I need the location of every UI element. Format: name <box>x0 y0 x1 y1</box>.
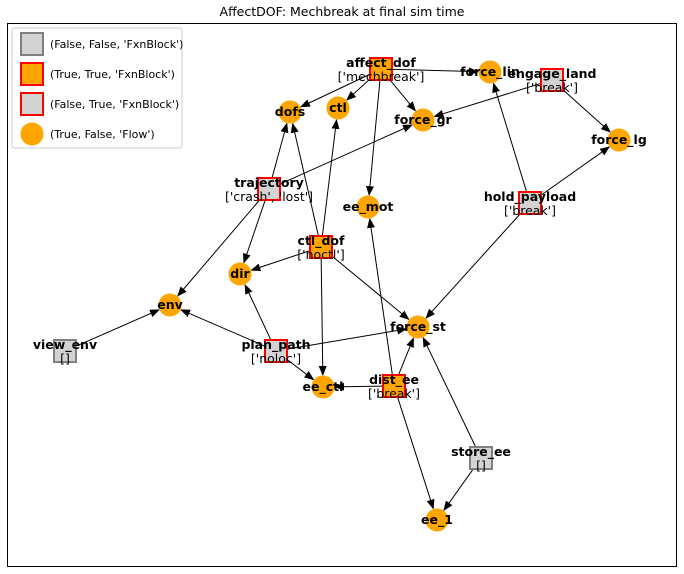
function-block-affect_dof <box>369 57 393 81</box>
edge-dist_ee-to-ee_mot <box>367 217 393 375</box>
node-modes-trajectory: ['crash', 'lost'] <box>225 189 313 204</box>
edge-affect_dof-to-ee_mot <box>365 80 381 197</box>
flow-node-force_gr <box>411 108 435 132</box>
node-modes-engage_land: ['break'] <box>526 80 578 95</box>
edge-dist_ee-to-ee_ctl <box>333 382 383 391</box>
legend-entry-label: (True, True, 'FxnBlock') <box>50 68 175 81</box>
edge-affect_dof-to-force_lin <box>392 67 480 76</box>
edge-affect_dof-to-ctl <box>346 79 370 101</box>
function-block-dist_ee <box>382 374 406 398</box>
node-label-force_lin: force_lin <box>460 64 520 80</box>
edge-ctl_dof-to-ee_ctl <box>318 258 327 377</box>
node-label-env: env <box>157 297 183 312</box>
edge-ctl_dof-to-dofs <box>290 122 319 236</box>
node-label-dir: dir <box>230 266 250 281</box>
edge-dist_ee-to-ee_1 <box>397 397 435 510</box>
node-label-affect_dof: affect_dof <box>346 55 416 71</box>
flow-node-ee_mot <box>356 195 380 219</box>
function-block-view_env <box>53 339 77 363</box>
function-block-hold_payload <box>518 191 542 215</box>
flow-node-force_lg <box>607 128 631 152</box>
nodes-layer <box>53 57 631 532</box>
legend-square-icon <box>20 62 44 86</box>
edge-dist_ee-to-force_st <box>398 337 414 375</box>
node-modes-hold_payload: ['break'] <box>504 203 556 218</box>
edge-ctl_dof-to-ctl <box>321 118 340 236</box>
node-label-hold_payload: hold_payload <box>484 189 576 205</box>
function-block-trajectory <box>257 177 281 201</box>
node-label-plan_path: plan_path <box>241 337 310 353</box>
function-block-store_ee <box>469 446 493 470</box>
node-modes-plan_path: ['noloc'] <box>251 351 301 366</box>
node-label-dist_ee: dist_ee <box>369 372 419 388</box>
legend: (False, False, 'FxnBlock') (True, True, '… <box>11 27 183 149</box>
edge-store_ee-to-force_st <box>422 336 476 447</box>
flow-node-ee_1 <box>425 508 449 532</box>
function-block-engage_land <box>540 68 564 92</box>
flow-node-dir <box>228 262 252 286</box>
legend-square-icon <box>20 92 44 116</box>
edge-plan_path-to-dir <box>244 283 271 340</box>
plot-frame <box>7 23 677 567</box>
node-modes-ctl_dof: ['noctl'] <box>297 247 344 262</box>
node-label-force_st: force_st <box>390 319 446 335</box>
edge-engage_land-to-force_lg <box>563 90 611 133</box>
function-block-ctl_dof <box>309 235 333 259</box>
node-label-force_gr: force_gr <box>394 112 452 128</box>
node-label-trajectory: trajectory <box>234 175 304 190</box>
edge-store_ee-to-ee_1 <box>443 469 474 512</box>
node-modes-affect_dof: ['mechbreak'] <box>338 69 425 84</box>
edge-trajectory-to-dofs <box>271 122 289 178</box>
edge-trajectory-to-env <box>177 200 260 297</box>
flow-node-force_st <box>406 315 430 339</box>
legend-entry-label: (False, True, 'FxnBlock') <box>50 98 179 111</box>
edge-plan_path-to-ee_ctl <box>287 359 315 381</box>
edges-layer <box>76 67 611 512</box>
legend-box <box>11 27 183 149</box>
flow-node-force_lin <box>478 60 502 84</box>
legend-square-icon <box>20 32 44 56</box>
node-label-ctl_dof: ctl_dof <box>298 233 345 249</box>
node-modes-store_ee: [] <box>476 458 486 473</box>
edge-hold_payload-to-force_st <box>425 214 520 319</box>
edge-hold_payload-to-force_lin <box>492 82 527 192</box>
edge-view_env-to-env <box>76 309 160 347</box>
node-label-view_env: view_env <box>33 337 97 353</box>
node-label-force_lg: force_lg <box>591 132 647 148</box>
flow-node-ee_ctl <box>311 375 335 399</box>
flow-node-ctl <box>326 96 350 120</box>
node-label-ctl: ctl <box>329 100 347 115</box>
node-label-ee_mot: ee_mot <box>343 199 394 215</box>
edge-ctl_dof-to-dir <box>250 250 310 272</box>
node-label-ee_1: ee_1 <box>421 512 453 528</box>
legend-entry-label: (False, False, 'FxnBlock') <box>50 38 183 51</box>
node-label-engage_land: engage_land <box>507 66 596 82</box>
node-modes-dist_ee: ['break'] <box>368 386 420 401</box>
edge-trajectory-to-force_gr <box>280 124 413 185</box>
edge-plan_path-to-env <box>180 309 265 347</box>
edge-hold_payload-to-force_lg <box>541 146 611 196</box>
node-label-dofs: dofs <box>275 104 305 119</box>
edge-ctl_dof-to-force_st <box>332 256 410 321</box>
edge-affect_dof-to-dofs <box>299 74 370 108</box>
function-block-plan_path <box>264 339 288 363</box>
flow-node-env <box>158 293 182 317</box>
node-modes-view_env: [] <box>60 351 70 366</box>
diagram-title: AffectDOF: Mechbreak at final sim time <box>219 4 465 19</box>
edge-engage_land-to-force_gr <box>433 83 541 118</box>
flow-node-dofs <box>278 100 302 124</box>
labels-layer: affect_dof['mechbreak']engage_land['brea… <box>33 55 647 528</box>
legend-entry-label: (True, False, 'Flow') <box>50 128 155 141</box>
node-label-ee_ctl: ee_ctl <box>303 379 344 395</box>
edge-trajectory-to-dir <box>242 200 266 264</box>
legend-circle-icon <box>20 122 44 146</box>
node-label-store_ee: store_ee <box>451 444 511 460</box>
edge-affect_dof-to-force_gr <box>390 80 417 112</box>
